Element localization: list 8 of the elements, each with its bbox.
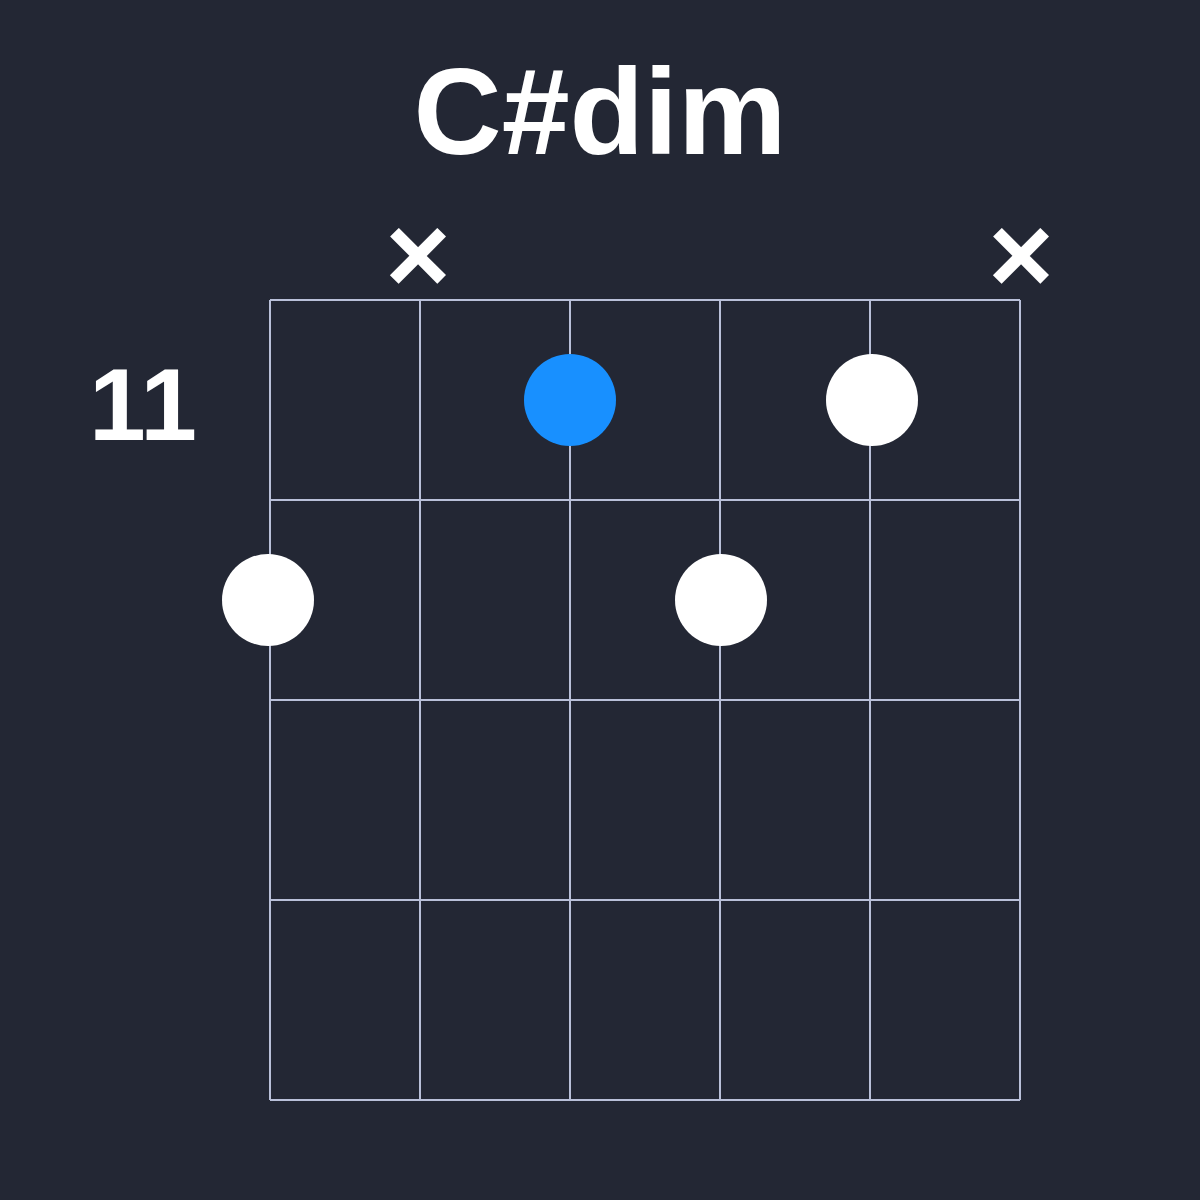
fret-number: 11 (89, 365, 197, 445)
finger-dot (524, 354, 616, 446)
finger-dot (675, 554, 767, 646)
muted-string-mark: × (988, 227, 1054, 283)
muted-string-mark: × (385, 227, 451, 283)
finger-dot (826, 354, 918, 446)
chord-title: C#dim (413, 62, 787, 162)
finger-dot (222, 554, 314, 646)
